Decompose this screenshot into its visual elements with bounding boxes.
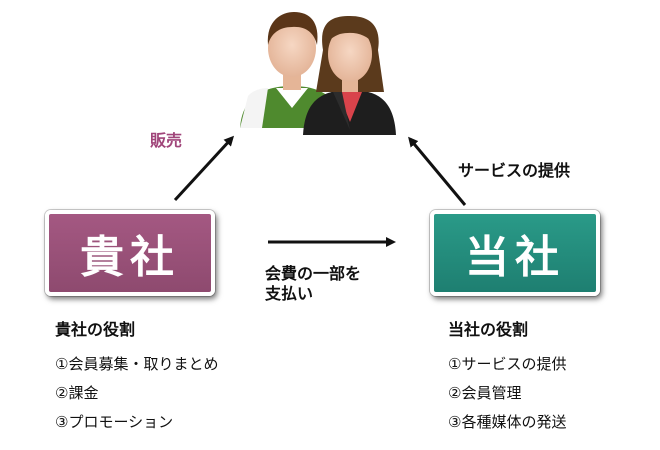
client-role-list: 貴社の役割 ①会員募集・取りまとめ ②課金 ③プロモーション — [55, 316, 218, 437]
service-label: サービスの提供 — [458, 161, 571, 180]
company-role-item: ①サービスの提供 — [448, 355, 567, 373]
fee-label-line1: 会費の一部を — [265, 264, 362, 283]
company-box: 当社 — [430, 210, 600, 296]
company-box-label: 当社 — [465, 232, 565, 283]
customers-icon — [240, 12, 396, 135]
client-role-item: ①会員募集・取りまとめ — [55, 355, 219, 373]
arrow-sales — [173, 135, 235, 202]
client-role-item: ③プロモーション — [55, 413, 174, 431]
man-figure — [240, 12, 342, 128]
client-role-title: 貴社の役割 — [55, 320, 136, 339]
company-role-item: ③各種媒体の発送 — [448, 413, 567, 431]
company-role-item: ②会員管理 — [448, 384, 522, 402]
fee-label-line2: 支払い — [265, 284, 314, 303]
woman-figure — [303, 16, 396, 135]
client-box: 貴社 — [45, 210, 215, 296]
fee-label: 会費の一部を 支払い — [265, 264, 361, 304]
client-box-label: 貴社 — [80, 232, 180, 283]
company-role-title: 当社の役割 — [448, 320, 529, 339]
company-role-list: 当社の役割 ①サービスの提供 ②会員管理 ③各種媒体の発送 — [448, 316, 566, 437]
client-role-item: ②課金 — [55, 384, 99, 402]
sales-label: 販売 — [150, 131, 183, 150]
arrow-service — [408, 136, 467, 206]
